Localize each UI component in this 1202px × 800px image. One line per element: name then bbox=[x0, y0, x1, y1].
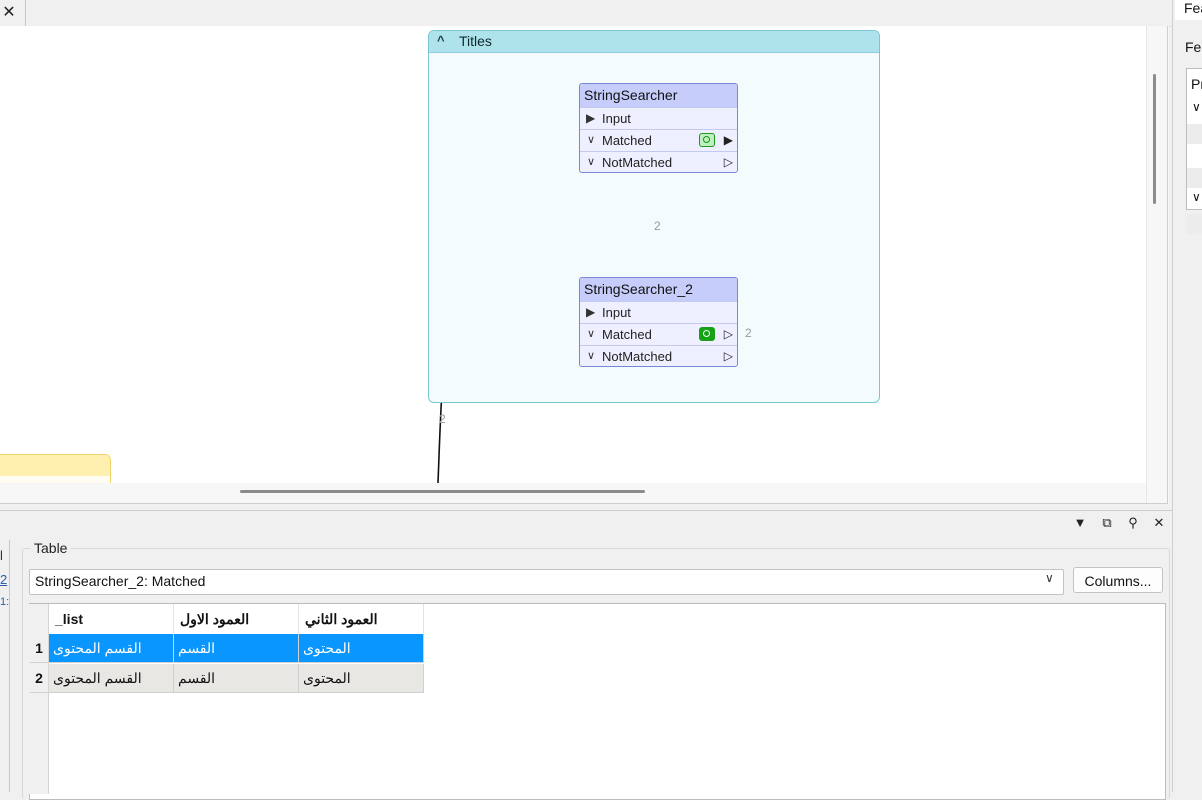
inspect-eye-icon[interactable] bbox=[699, 327, 715, 341]
row-number[interactable]: 2 bbox=[30, 664, 48, 693]
row-header-column bbox=[29, 604, 49, 794]
output-port-notmatched[interactable]: ∨ NotMatched ▷ bbox=[580, 151, 737, 172]
collapse-caret-icon[interactable]: ^ bbox=[437, 33, 445, 48]
output-port-matched[interactable]: ∨ Matched ▶ bbox=[580, 129, 737, 151]
close-icon[interactable]: ✕ bbox=[1153, 515, 1165, 530]
chevron-down-icon[interactable]: ∨ bbox=[587, 134, 596, 146]
chevron-down-icon[interactable]: ∨ bbox=[1192, 100, 1201, 114]
output-arrow-outline-icon[interactable]: ▷ bbox=[723, 327, 733, 341]
left-pane-link[interactable]: 2 bbox=[0, 572, 8, 587]
inspect-eye-icon[interactable] bbox=[699, 133, 715, 147]
feature-count: 2 bbox=[439, 412, 446, 426]
table-group bbox=[22, 548, 1170, 799]
vertical-scroll-thumb[interactable] bbox=[1153, 74, 1156, 204]
output-arrow-outline-icon[interactable]: ▷ bbox=[723, 155, 733, 169]
column-header[interactable]: _list bbox=[49, 604, 174, 634]
chevron-down-icon[interactable]: ∨ bbox=[1045, 571, 1054, 585]
tree-row[interactable] bbox=[1187, 124, 1202, 144]
column-header[interactable]: العمود الثاني bbox=[299, 604, 424, 634]
left-pane-text: l bbox=[0, 548, 3, 563]
inspector-title-bar bbox=[0, 510, 1172, 537]
table-cell[interactable]: القسم المحتوى bbox=[49, 664, 174, 693]
tab-feature-info[interactable] bbox=[1175, 0, 1202, 20]
table-group-label: Table bbox=[30, 540, 72, 556]
table-cell[interactable]: المحتوى bbox=[299, 634, 424, 663]
panel-label: Fea bbox=[1185, 39, 1202, 55]
canvas-tab-bar bbox=[0, 0, 1172, 27]
output-port-notmatched[interactable]: ∨ NotMatched ▷ bbox=[580, 345, 737, 366]
vertical-scrollbar[interactable] bbox=[1146, 26, 1169, 503]
tree-row[interactable] bbox=[1187, 168, 1202, 188]
feature-count: 2 bbox=[745, 326, 752, 340]
divider bbox=[0, 503, 1168, 504]
bookmark-title: Titles bbox=[459, 33, 492, 49]
port-label: NotMatched bbox=[602, 349, 673, 364]
dataset-select-value: StringSearcher_2: Matched bbox=[35, 573, 206, 589]
port-label: Input bbox=[602, 111, 631, 126]
left-pane-text: 1: bbox=[0, 596, 10, 608]
port-label: Matched bbox=[602, 327, 652, 342]
input-arrow-icon: ▶ bbox=[586, 305, 596, 319]
output-arrow-filled-icon[interactable]: ▶ bbox=[723, 133, 733, 147]
input-port[interactable]: ▶ Input bbox=[580, 107, 737, 129]
dataset-select[interactable] bbox=[29, 569, 1064, 595]
feature-count: 2 bbox=[654, 219, 661, 233]
columns-button[interactable]: Columns... bbox=[1073, 567, 1163, 593]
chevron-down-icon[interactable]: ∨ bbox=[587, 156, 596, 168]
table-cell[interactable]: القسم المحتوى bbox=[49, 634, 174, 663]
port-label: Input bbox=[602, 305, 631, 320]
tab-label: Fea bbox=[1184, 0, 1202, 16]
horizontal-scrollbar[interactable] bbox=[0, 483, 1146, 503]
column-header[interactable]: العمود الاول bbox=[174, 604, 299, 634]
tree-row[interactable] bbox=[1187, 214, 1202, 234]
table-cell[interactable]: القسم bbox=[174, 634, 299, 663]
port-label: NotMatched bbox=[602, 155, 673, 170]
chevron-down-icon[interactable]: ∨ bbox=[1192, 190, 1201, 204]
bookmark-header[interactable]: ^ Titles bbox=[429, 31, 879, 53]
table-cell[interactable]: القسم bbox=[174, 664, 299, 693]
chevron-down-icon[interactable]: ∨ bbox=[587, 350, 596, 362]
close-icon[interactable]: ✕ bbox=[2, 4, 16, 21]
table-cell[interactable]: المحتوى bbox=[299, 664, 424, 693]
tab-separator bbox=[25, 0, 26, 26]
pin-icon[interactable]: ⚲ bbox=[1128, 515, 1138, 530]
workspace-canvas[interactable]: ^ Titles StringSearcher ▶ Input ∨ Matche… bbox=[0, 26, 1146, 483]
input-port[interactable]: ▶ Input bbox=[580, 301, 737, 323]
left-pane-edge bbox=[0, 540, 10, 792]
restore-icon[interactable]: ⧉ bbox=[1102, 515, 1112, 530]
chevron-down-icon[interactable]: ∨ bbox=[587, 328, 596, 340]
chevron-down-icon[interactable]: ▼ bbox=[1073, 515, 1087, 530]
transformer-name: StringSearcher_2 bbox=[580, 278, 737, 301]
transformer-stringsearcher[interactable]: StringSearcher ▶ Input ∨ Matched ▶ ∨ Not… bbox=[579, 83, 738, 173]
horizontal-scroll-thumb[interactable] bbox=[240, 490, 645, 493]
transformer-stringsearcher-2[interactable]: StringSearcher_2 ▶ Input ∨ Matched ▷ ∨ N… bbox=[579, 277, 738, 367]
divider bbox=[1167, 26, 1168, 504]
transformer-name: StringSearcher bbox=[580, 84, 737, 107]
tree-header: Pr bbox=[1191, 76, 1202, 92]
row-number[interactable]: 1 bbox=[30, 634, 48, 663]
input-arrow-icon: ▶ bbox=[586, 111, 596, 125]
bookmark-partial-header bbox=[0, 455, 110, 476]
port-label: Matched bbox=[602, 133, 652, 148]
output-port-matched[interactable]: ∨ Matched ▷ bbox=[580, 323, 737, 345]
output-arrow-outline-icon[interactable]: ▷ bbox=[723, 349, 733, 363]
bookmark-partial[interactable] bbox=[0, 454, 111, 483]
